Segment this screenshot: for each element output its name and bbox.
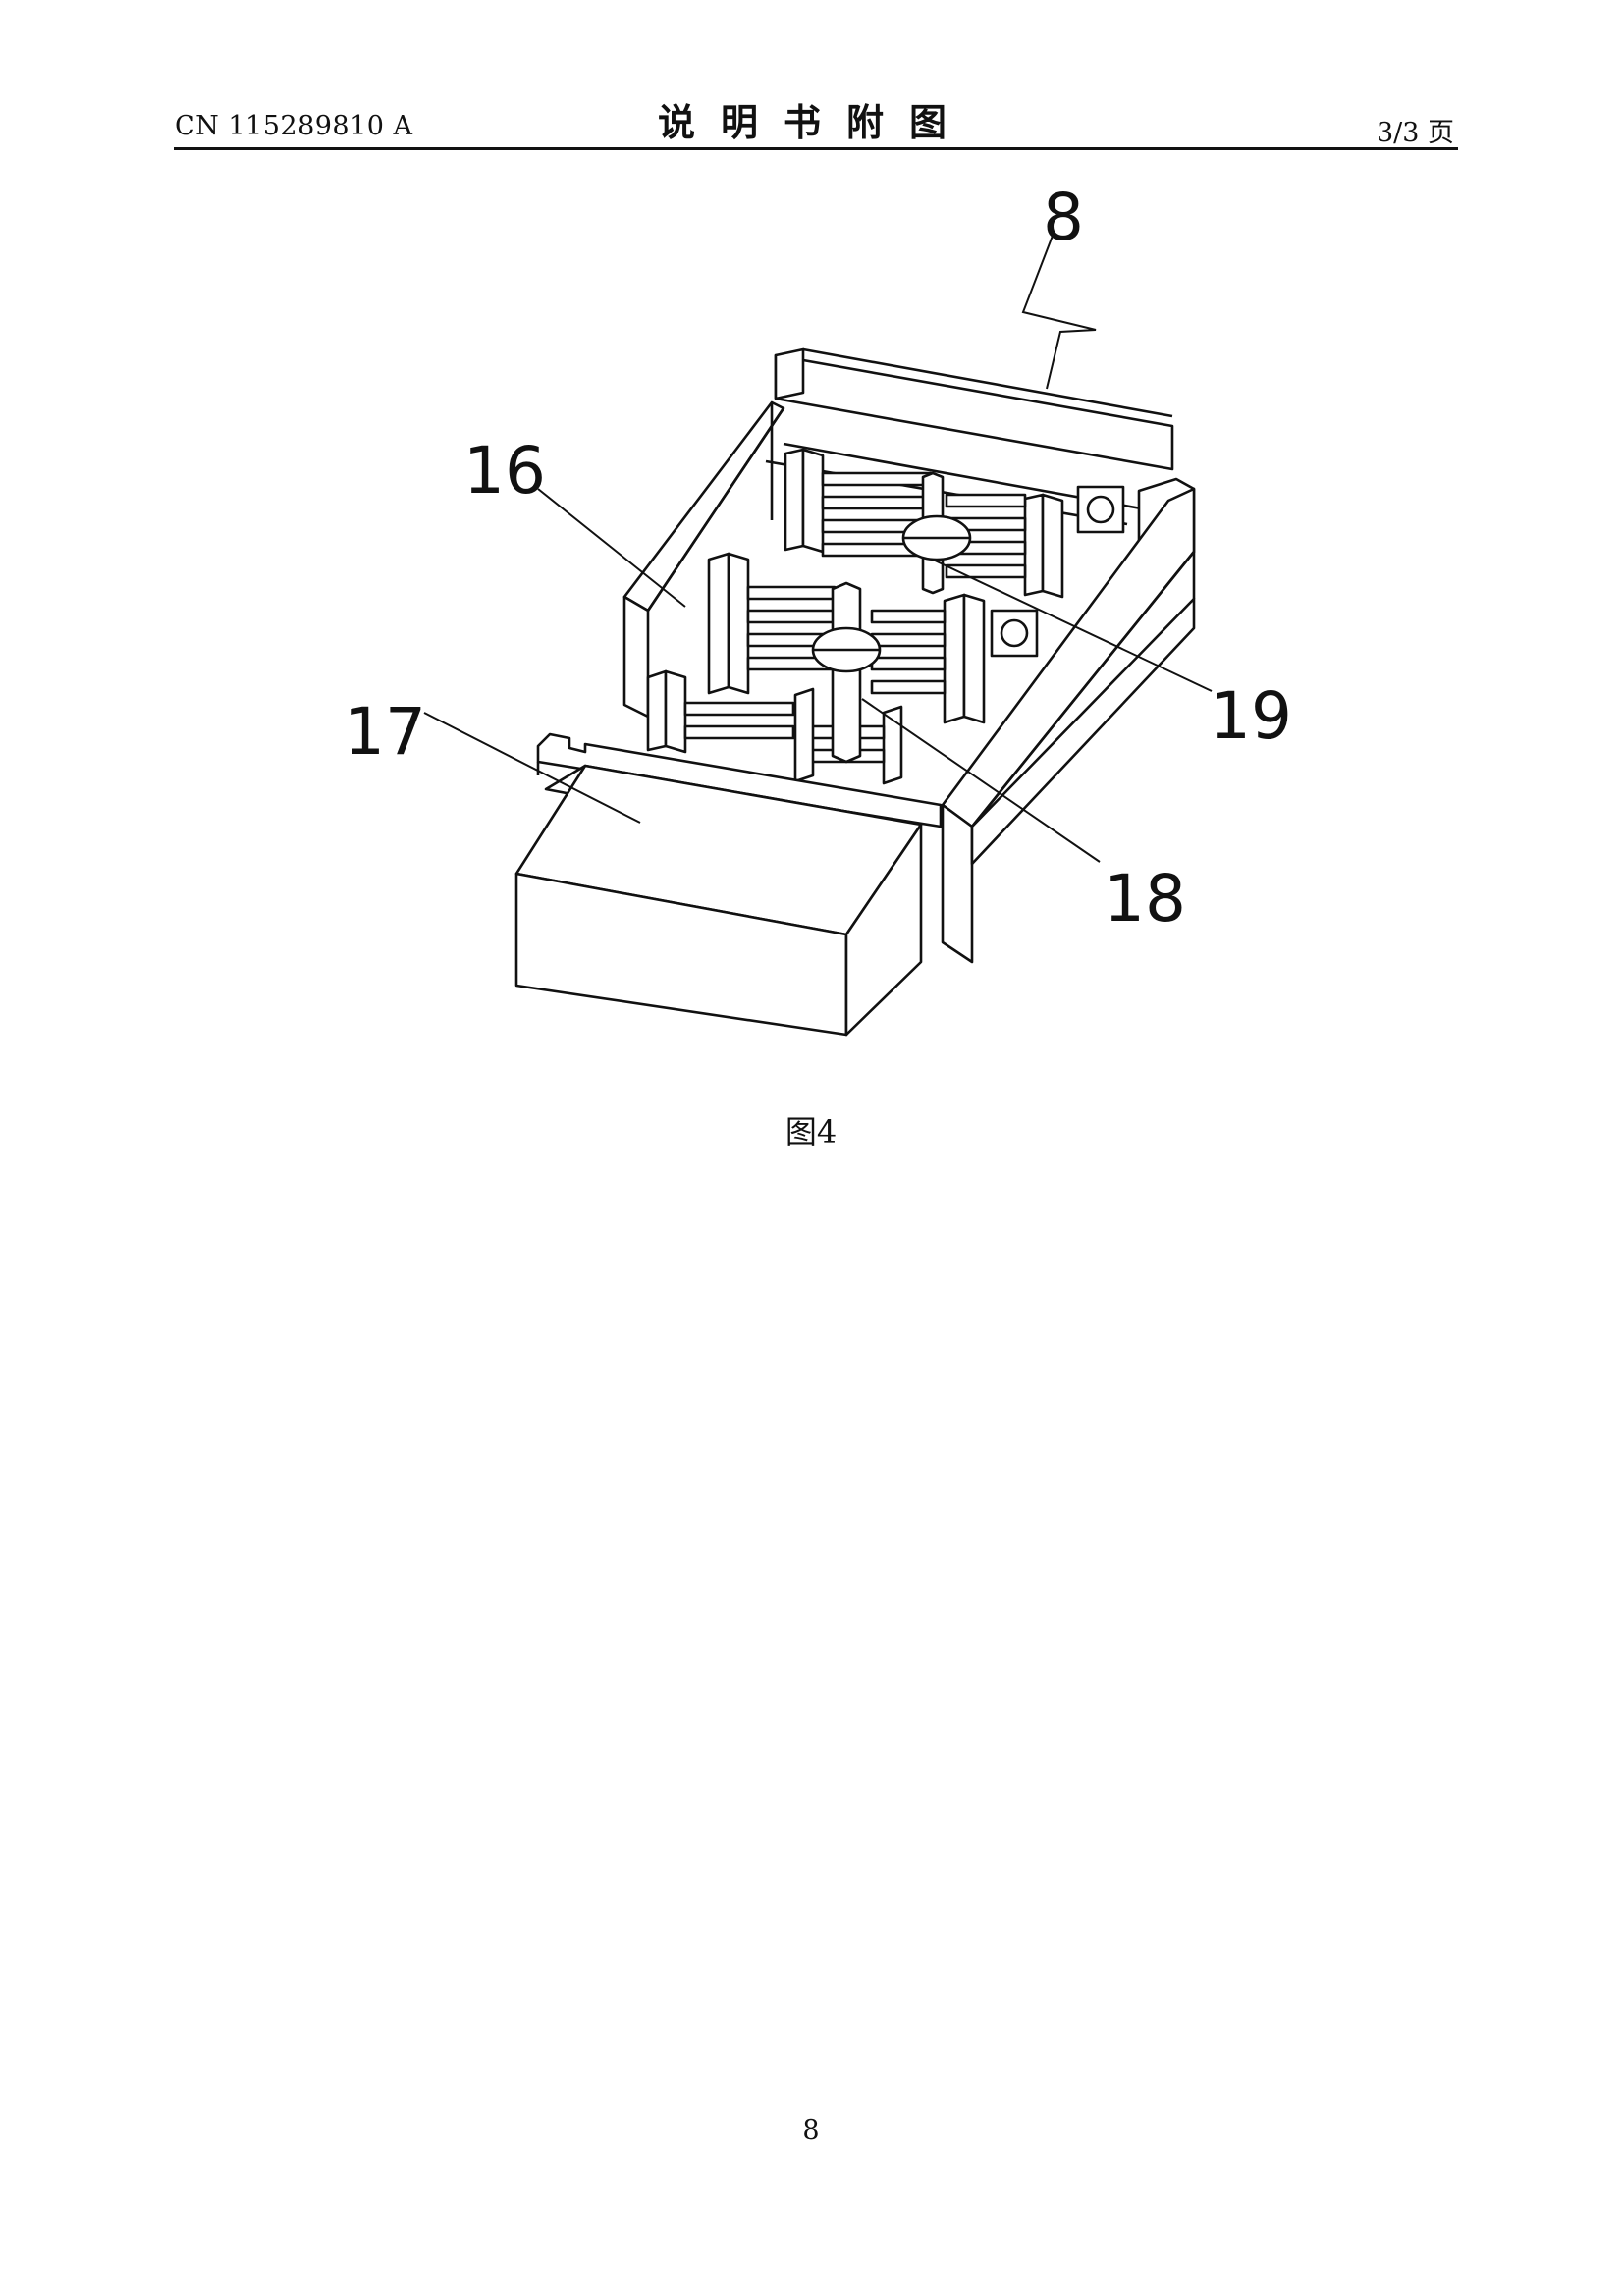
page-number: 8	[802, 2115, 820, 2146]
leader-lines	[423, 235, 1213, 863]
page-count: 3/3 页	[1376, 118, 1454, 148]
leader-19	[932, 559, 1213, 692]
device-drawing	[514, 347, 1196, 1037]
leader-18	[861, 698, 1101, 863]
label-8: 8	[1043, 180, 1084, 255]
document-number: CN 115289810 A	[175, 111, 413, 141]
label-16: 16	[463, 433, 546, 508]
patent-figure-4: 8 16 17 18 19	[344, 180, 1292, 1037]
header-rule	[174, 147, 1458, 150]
leader-16	[537, 488, 686, 608]
page-title: 说明书附图	[657, 101, 972, 144]
label-18: 18	[1104, 861, 1186, 936]
leader-17	[423, 712, 641, 824]
figure-caption: 图4	[784, 1113, 838, 1150]
label-17: 17	[344, 694, 426, 770]
label-19: 19	[1210, 678, 1292, 754]
leader-8	[1021, 235, 1097, 390]
